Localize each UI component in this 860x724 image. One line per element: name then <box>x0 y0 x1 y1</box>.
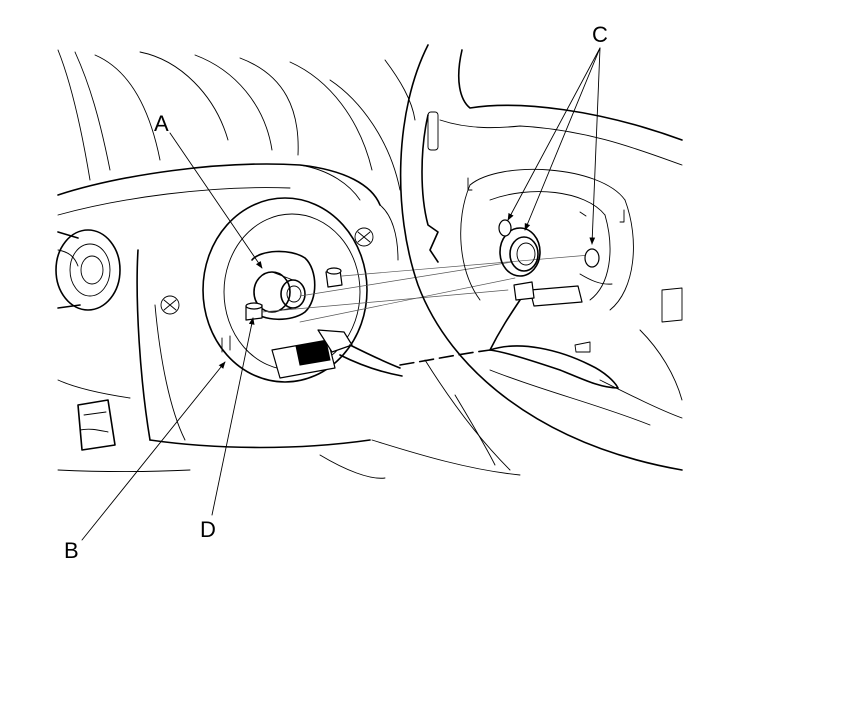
callout-leaders <box>81 47 601 541</box>
dashboard-background <box>55 49 521 479</box>
leader-c-2 <box>524 47 601 231</box>
leader-b <box>81 361 226 541</box>
leader-c-1 <box>507 47 601 221</box>
leader-c-3 <box>589 47 601 245</box>
callout-label-b: B <box>64 538 79 563</box>
callout-label-a: A <box>154 111 169 136</box>
callout-label-c: C <box>592 22 608 47</box>
callout-label-d: D <box>200 517 216 542</box>
alignment-guide-lines <box>261 254 591 366</box>
leader-a <box>169 132 263 269</box>
cable-reel <box>202 197 403 383</box>
steering-wheel <box>399 44 683 471</box>
leader-d <box>211 317 255 516</box>
